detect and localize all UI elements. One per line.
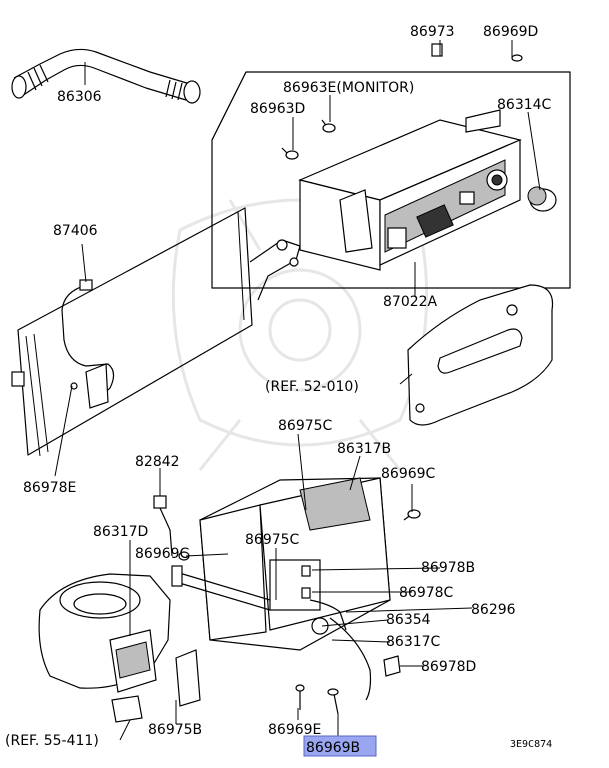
label-86306[interactable]: 86306 xyxy=(57,89,102,105)
label-86978C[interactable]: 86978C xyxy=(399,585,454,601)
label-86969C-left[interactable]: 86969C xyxy=(135,546,190,562)
label-82842[interactable]: 82842 xyxy=(135,454,180,470)
label-86969C-right[interactable]: 86969C xyxy=(381,466,436,482)
label-ref-55-411[interactable]: (REF. 55-411) xyxy=(5,733,99,749)
part-labels: 86306 86973 86969D 86963E(MONITOR) 86963… xyxy=(5,24,552,756)
label-87406[interactable]: 87406 xyxy=(53,223,98,239)
label-86963E[interactable]: 86963E(MONITOR) xyxy=(283,80,414,96)
label-86975C-top[interactable]: 86975C xyxy=(278,418,333,434)
label-86978E[interactable]: 86978E xyxy=(23,480,76,496)
label-86317D[interactable]: 86317D xyxy=(93,524,148,540)
sensor-82842[interactable] xyxy=(153,495,173,557)
bracket-86973[interactable] xyxy=(431,43,443,57)
condenser-panel xyxy=(11,207,253,457)
harness-86296[interactable] xyxy=(309,599,347,631)
clip-86978B[interactable] xyxy=(301,565,311,577)
diagram-code: 3E9C874 xyxy=(510,739,552,750)
drain-hose-86306[interactable] xyxy=(11,48,201,104)
monitor-unit-86963E[interactable] xyxy=(298,119,522,271)
clip-86978D[interactable] xyxy=(383,655,401,677)
screw-86969D[interactable] xyxy=(511,54,523,62)
label-86969D[interactable]: 86969D xyxy=(483,24,538,40)
label-86317B[interactable]: 86317B xyxy=(337,441,391,457)
label-87022A[interactable]: 87022A xyxy=(383,294,438,310)
blower-unit xyxy=(38,573,201,723)
label-86975B[interactable]: 86975B xyxy=(148,722,202,738)
screw-86963D[interactable] xyxy=(281,147,299,160)
bracket-monitor-right xyxy=(465,109,501,133)
label-ref-52-010[interactable]: (REF. 52-010) xyxy=(265,379,359,395)
screw-86969B[interactable] xyxy=(327,688,339,715)
label-86969B[interactable]: 86969B xyxy=(306,740,360,756)
label-86973[interactable]: 86973 xyxy=(410,24,455,40)
label-86963D[interactable]: 86963D xyxy=(250,101,305,117)
harness-87406[interactable] xyxy=(61,279,115,409)
screw-86969C-right[interactable] xyxy=(403,509,421,521)
bezel-panel[interactable] xyxy=(407,284,554,426)
screw-86969E[interactable] xyxy=(295,684,305,710)
label-86978D[interactable]: 86978D xyxy=(421,659,476,675)
label-86969E[interactable]: 86969E xyxy=(268,722,321,738)
screw-86963E[interactable] xyxy=(321,119,336,133)
label-86317C[interactable]: 86317C xyxy=(386,634,441,650)
label-86296[interactable]: 86296 xyxy=(471,602,516,618)
clip-86978C[interactable] xyxy=(301,587,311,599)
bracket-condenser-right xyxy=(249,239,301,301)
leader-lines xyxy=(54,40,541,741)
clip-86978E[interactable] xyxy=(70,382,78,390)
highlight-box xyxy=(303,735,377,757)
heater-unit xyxy=(171,477,391,701)
monitor-assembly-box xyxy=(211,71,571,289)
label-86354[interactable]: 86354 xyxy=(386,612,431,628)
label-86978B[interactable]: 86978B xyxy=(421,560,475,576)
label-86975C-mid[interactable]: 86975C xyxy=(245,532,300,548)
label-86314C[interactable]: 86314C xyxy=(497,97,552,113)
knob-86314C[interactable] xyxy=(527,186,557,212)
